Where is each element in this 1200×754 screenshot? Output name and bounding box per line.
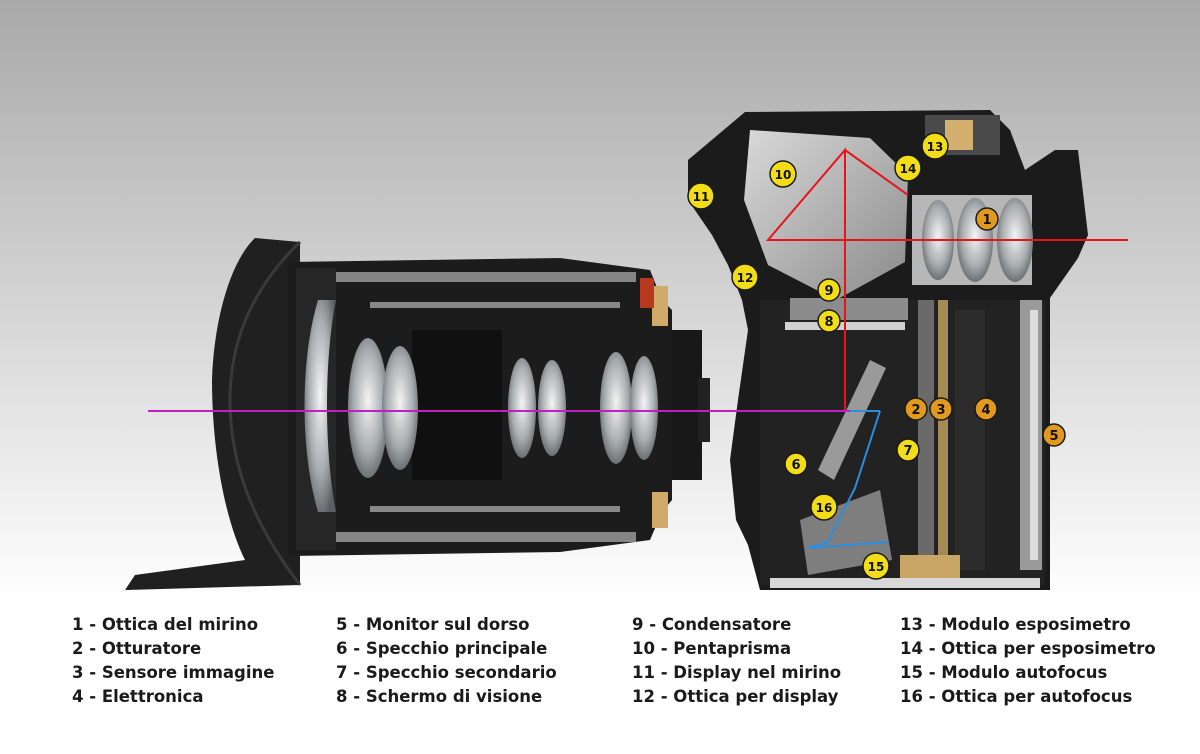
marker-label: 7 bbox=[903, 444, 912, 459]
marker-label: 11 bbox=[693, 190, 710, 204]
marker-label: 15 bbox=[868, 560, 885, 574]
marker-label: 13 bbox=[927, 140, 944, 154]
marker-12: 12 bbox=[731, 263, 759, 291]
marker-label: 5 bbox=[1049, 429, 1058, 444]
lens-elements bbox=[304, 300, 658, 512]
legend-item: 5 - Monitor sul dorso bbox=[336, 615, 530, 634]
marker-2: 2 bbox=[904, 397, 928, 421]
marker-16: 16 bbox=[810, 493, 838, 521]
legend-item: 15 - Modulo autofocus bbox=[900, 663, 1108, 682]
marker-label: 14 bbox=[900, 162, 917, 176]
marker-9: 9 bbox=[817, 278, 841, 302]
marker-label: 4 bbox=[981, 403, 990, 418]
autofocus-optical-path bbox=[807, 410, 889, 549]
legend-item: 16 - Ottica per autofocus bbox=[900, 687, 1133, 706]
camera-cutaway-illustration: 1 2 3 4 5 6 7 8 9 10 11 12 13 14 15 16 bbox=[125, 110, 1128, 590]
marker-label: 8 bbox=[824, 315, 833, 330]
legend-item: 8 - Schermo di visione bbox=[336, 687, 543, 706]
legend-item: 12 - Ottica per display bbox=[632, 687, 839, 706]
marker-6: 6 bbox=[784, 452, 808, 476]
marker-label: 2 bbox=[911, 403, 920, 418]
marker-4: 4 bbox=[974, 397, 998, 421]
marker-13: 13 bbox=[921, 132, 949, 160]
marker-label: 1 bbox=[982, 213, 991, 228]
marker-label: 12 bbox=[737, 271, 754, 285]
marker-10: 10 bbox=[769, 160, 797, 188]
marker-5: 5 bbox=[1042, 423, 1066, 447]
marker-label: 9 bbox=[824, 284, 833, 299]
legend-column-2: 5 - Monitor sul dorso 6 - Specchio princ… bbox=[336, 613, 557, 709]
lens-hood bbox=[125, 238, 302, 590]
legend-item: 6 - Specchio principale bbox=[336, 639, 548, 658]
legend-column-4: 13 - Modulo esposimetro 14 - Ottica per … bbox=[900, 613, 1156, 709]
legend-item: 7 - Specchio secondario bbox=[336, 663, 557, 682]
marker-label: 16 bbox=[816, 501, 833, 515]
marker-8: 8 bbox=[817, 309, 841, 333]
legend-item: 4 - Elettronica bbox=[72, 687, 204, 706]
marker-14: 14 bbox=[894, 154, 922, 182]
viewfinder-optical-path bbox=[765, 147, 1128, 411]
legend-column-3: 9 - Condensatore 10 - Pentaprisma 11 - D… bbox=[632, 613, 841, 709]
legend-item: 14 - Ottica per esposimetro bbox=[900, 639, 1156, 658]
legend-item: 2 - Otturatore bbox=[72, 639, 202, 658]
marker-11: 11 bbox=[687, 182, 715, 210]
legend-item: 13 - Modulo esposimetro bbox=[900, 615, 1131, 634]
marker-label: 10 bbox=[775, 168, 792, 182]
legend-item: 11 - Display nel mirino bbox=[632, 663, 842, 682]
marker-label: 3 bbox=[936, 403, 945, 418]
legend-item: 10 - Pentaprisma bbox=[632, 639, 792, 658]
marker-3: 3 bbox=[929, 397, 953, 421]
legend-item: 3 - Sensore immagine bbox=[72, 663, 275, 682]
marker-1: 1 bbox=[975, 207, 999, 231]
legend-item: 9 - Condensatore bbox=[632, 615, 792, 634]
legend-column-1: 1 - Ottica del mirino 2 - Otturatore 3 -… bbox=[72, 613, 274, 709]
legend-item: 1 - Ottica del mirino bbox=[72, 615, 259, 634]
marker-7: 7 bbox=[896, 438, 920, 462]
marker-label: 6 bbox=[791, 458, 800, 473]
marker-15: 15 bbox=[862, 552, 890, 580]
